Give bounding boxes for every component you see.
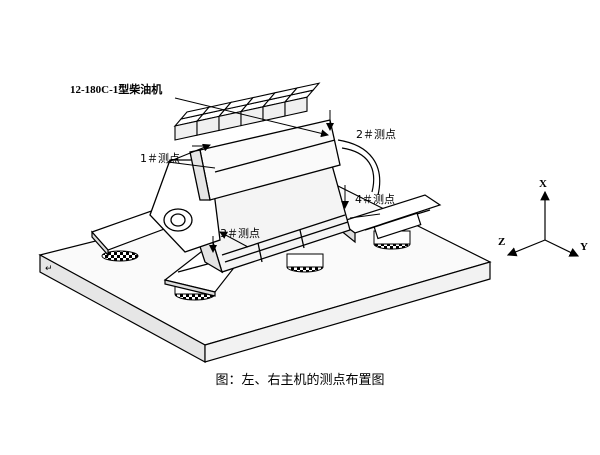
figure-caption: 图：左、右主机的测点布置图 (215, 372, 384, 388)
x-axis-label: X (539, 178, 547, 190)
cylinder-head-cell (289, 82, 321, 96)
coordinate-axes (506, 190, 580, 257)
y-axis-label: Y (580, 241, 588, 253)
y-axis-arrow (544, 239, 580, 257)
right-rail (338, 194, 442, 244)
base-mark: ↵ (45, 264, 53, 274)
measure-point-4: 4＃测点 (355, 193, 395, 206)
z-axis-label: Z (498, 236, 505, 248)
cylinder-heads (173, 82, 321, 141)
measure-point-1: 1＃测点 (140, 152, 180, 165)
engine-label: 12-180C-1型柴油机 (70, 82, 162, 96)
leader-lines (167, 97, 381, 253)
cylinder-head-face (284, 96, 308, 117)
turbo-housing (337, 139, 381, 196)
mount-pad-rear-left (101, 250, 139, 262)
measure-point-2: 2＃测点 (356, 128, 396, 141)
measure-point-3: 3＃测点 (220, 227, 260, 240)
z-axis-arrow (506, 239, 546, 257)
